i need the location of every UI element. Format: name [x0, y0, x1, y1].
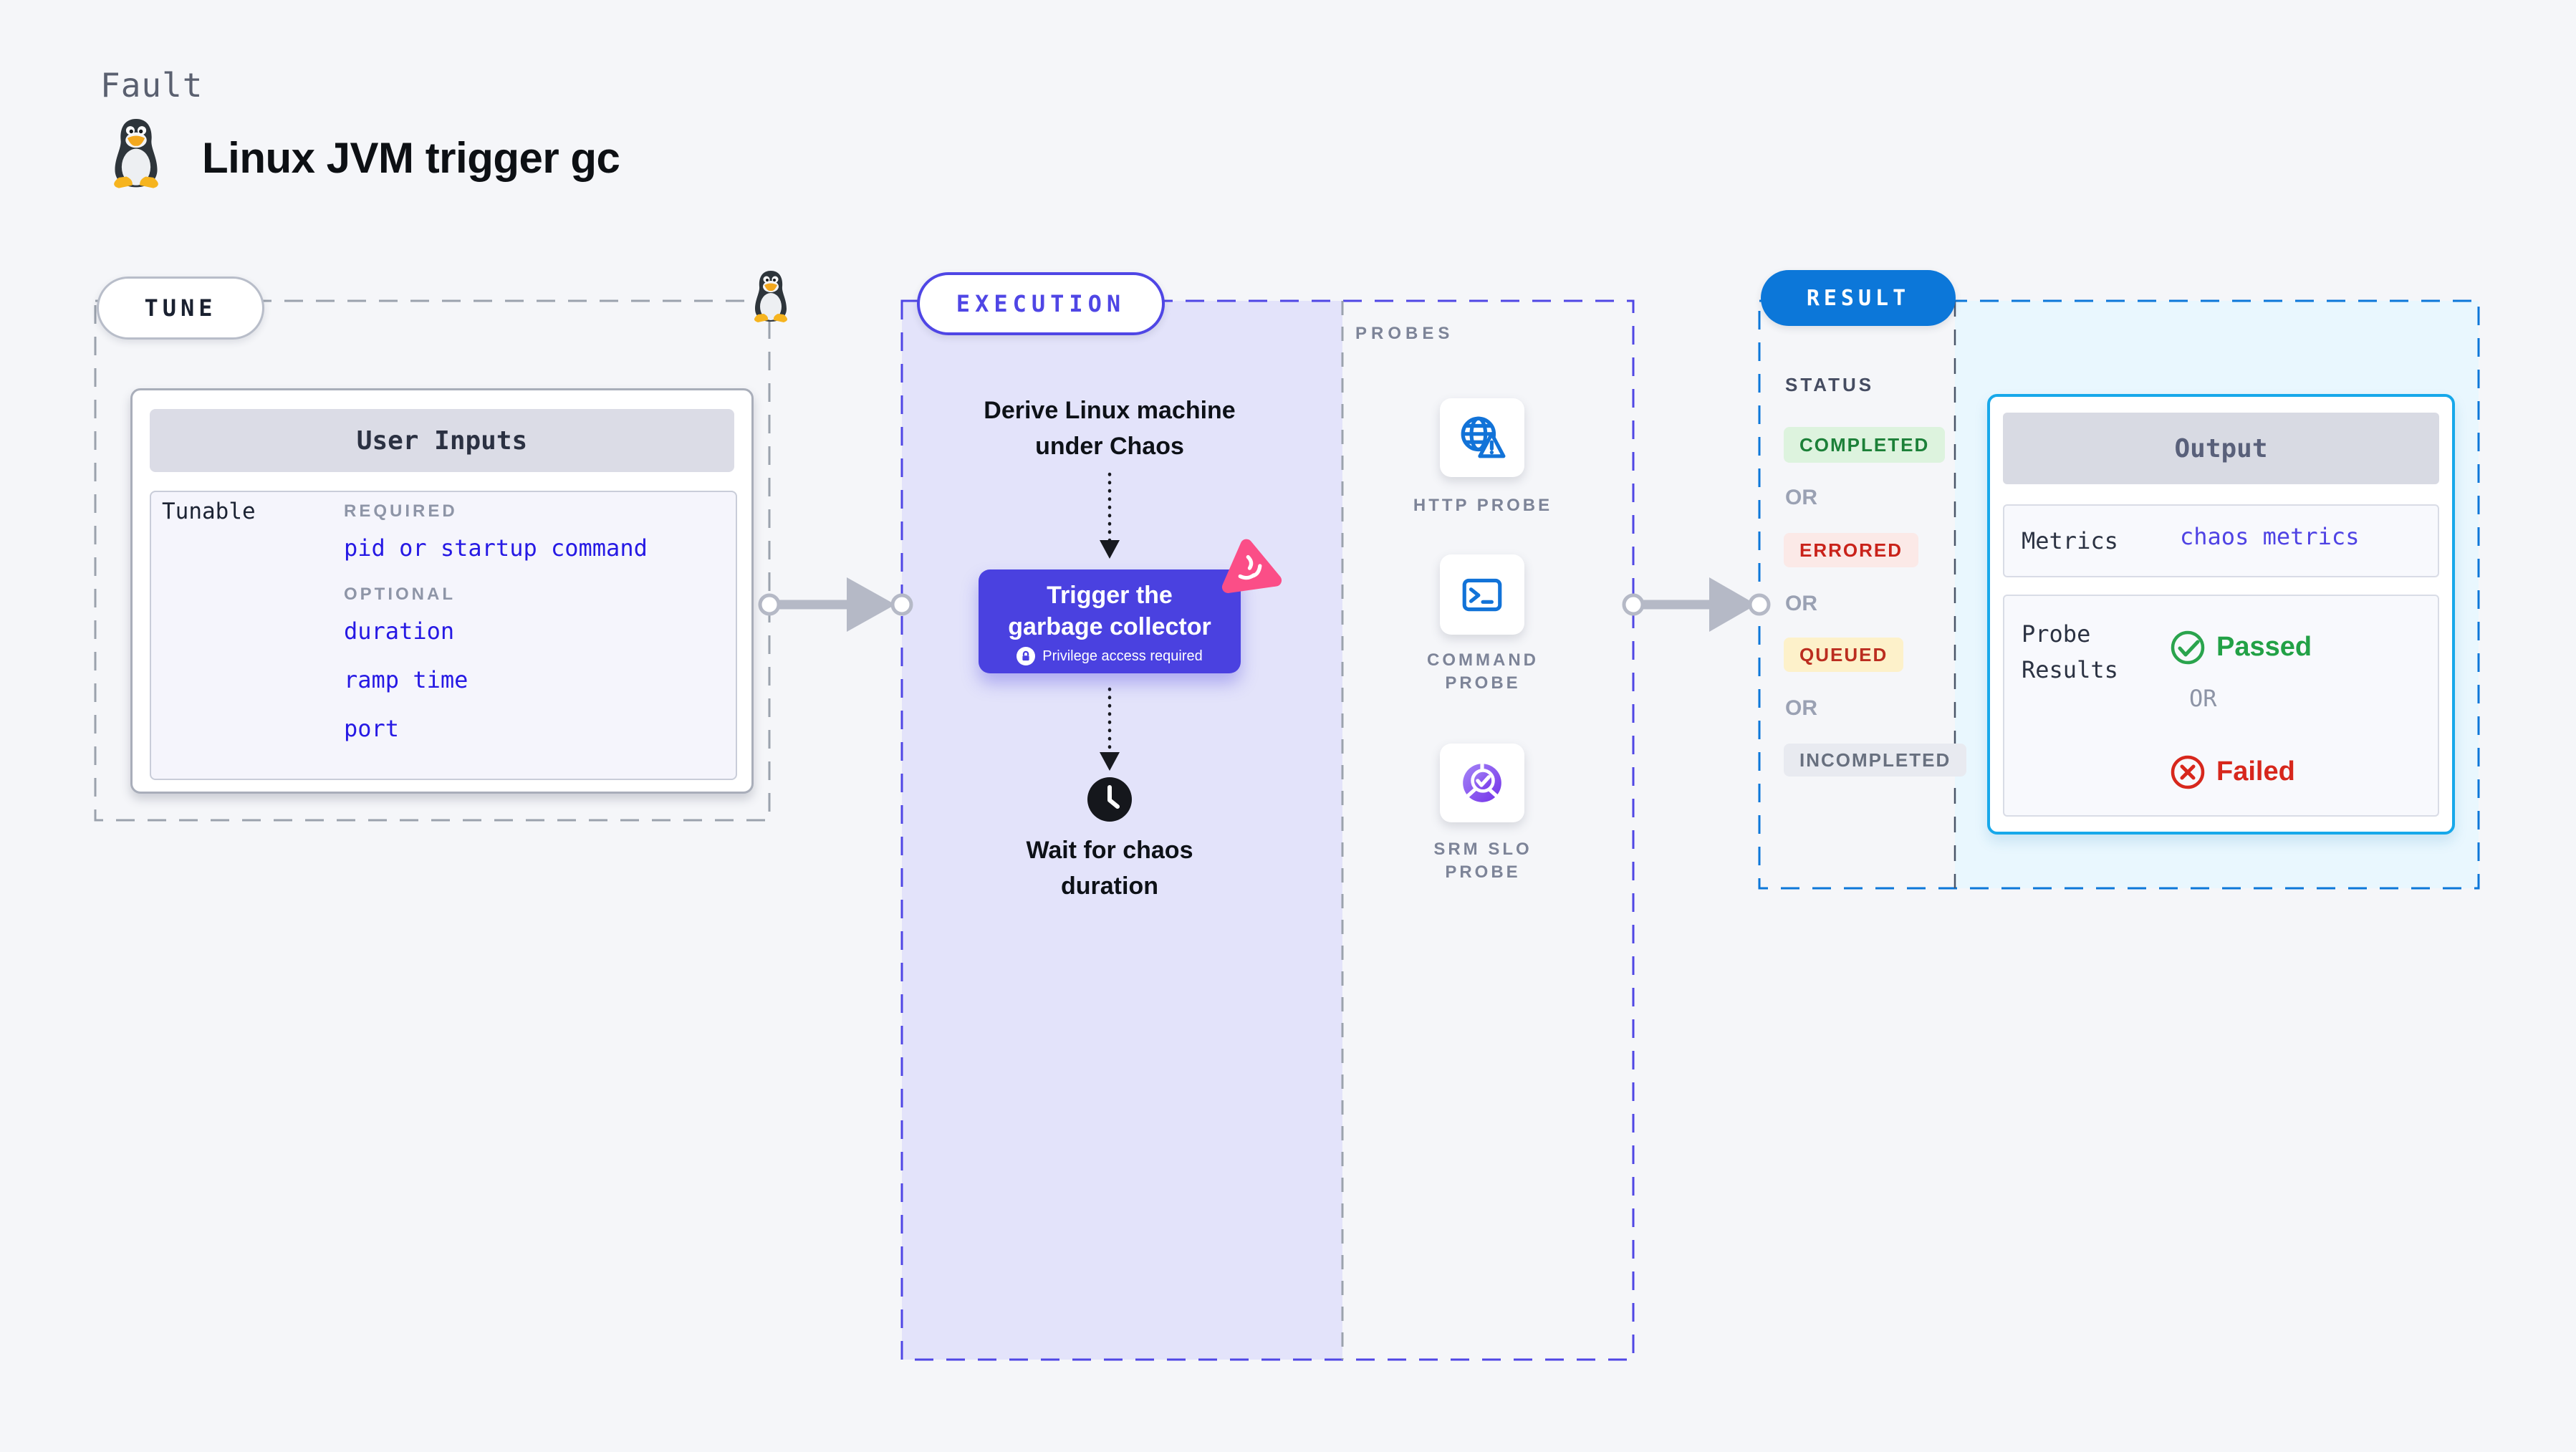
or-separator: OR [1785, 486, 1817, 509]
execution-pill: EXECUTION [917, 272, 1165, 335]
param-link-port[interactable]: port [344, 715, 400, 742]
execution-pill-label: EXECUTION [956, 290, 1126, 317]
clock-icon [1087, 777, 1132, 822]
derive-step-line2: under Chaos [1035, 433, 1184, 460]
http-probe-label: HTTP PROBE [1391, 494, 1575, 517]
probes-label: PROBES [1355, 324, 1454, 343]
fault-kicker: Fault [100, 66, 203, 105]
metrics-row: Metrics chaos metrics [2003, 504, 2439, 577]
arrow-execution-to-result [1622, 577, 1771, 632]
failed-label: Failed [2216, 756, 2295, 787]
required-label: REQUIRED [344, 501, 458, 521]
command-probe-card [1440, 554, 1524, 635]
tune-pill: TUNE [97, 277, 264, 340]
param-link-duration[interactable]: duration [344, 617, 455, 645]
trigger-gc-node[interactable]: Trigger the garbage collector Privilege … [979, 569, 1241, 673]
param-link-ramp-time[interactable]: ramp time [344, 666, 468, 693]
or-separator-output: OR [2189, 685, 2217, 712]
srm-probe-label-line2: PROBE [1445, 862, 1521, 882]
page-title: Linux JVM trigger gc [202, 134, 620, 182]
node-title-line1: Trigger the [1047, 582, 1173, 609]
http-probe-label-line1: HTTP PROBE [1413, 496, 1553, 515]
command-probe-label: COMMAND PROBE [1391, 649, 1575, 695]
output-header: Output [2003, 413, 2439, 484]
tune-pill-label: TUNE [144, 294, 217, 322]
probe-results-label-line1: Probe [2022, 620, 2091, 648]
probe-results-label-line2: Results [2022, 656, 2118, 683]
derive-step-text: Derive Linux machine under Chaos [890, 393, 1330, 464]
tunable-row-label: Tunable [162, 499, 256, 524]
wait-step-line2: duration [1061, 872, 1158, 900]
node-title-line2: garbage collector [1008, 613, 1211, 640]
privilege-badge-text: Privilege access required [1042, 648, 1203, 664]
command-probe-label-line1: COMMAND [1427, 650, 1539, 670]
user-inputs-title: User Inputs [356, 425, 528, 456]
srm-probe-label-line1: SRM SLO [1433, 840, 1532, 859]
command-probe-label-line2: PROBE [1445, 673, 1521, 693]
status-badge-errored: ERRORED [1784, 533, 1919, 567]
optional-label: OPTIONAL [344, 585, 456, 604]
metrics-label: Metrics [2022, 527, 2118, 554]
wait-step-text: Wait for chaos duration [890, 832, 1330, 904]
status-label: STATUS [1785, 374, 1875, 395]
output-title: Output [2174, 433, 2268, 463]
output-card: Output Metrics chaos metrics Probe Resul… [1987, 394, 2455, 835]
result-pill: RESULT [1761, 270, 1956, 326]
linux-tux-icon [114, 119, 158, 188]
or-separator: OR [1785, 696, 1817, 720]
http-probe-card [1440, 398, 1524, 477]
slo-check-icon [1463, 763, 1501, 802]
status-badge-incompleted: INCOMPLETED [1784, 744, 1967, 777]
status-badge-queued: QUEUED [1784, 638, 1904, 672]
param-link-pid[interactable]: pid or startup command [344, 534, 648, 562]
srm-slo-probe-card [1440, 744, 1524, 822]
result-pill-label: RESULT [1806, 285, 1911, 311]
srm-slo-probe-label: SRM SLO PROBE [1391, 838, 1575, 884]
globe-alert-icon [1461, 416, 1506, 458]
user-inputs-header: User Inputs [150, 409, 734, 472]
derive-step-line1: Derive Linux machine [984, 397, 1236, 424]
or-separator: OR [1785, 592, 1817, 615]
metrics-value-link[interactable]: chaos metrics [2180, 523, 2360, 550]
passed-label: Passed [2216, 632, 2312, 662]
passed-check-icon [2171, 630, 2205, 665]
wait-step-line1: Wait for chaos [1026, 837, 1193, 864]
tux-penguin-icon [754, 271, 787, 322]
terminal-icon [1462, 578, 1502, 612]
arrow-tune-to-execution [758, 577, 913, 632]
status-badge-completed: COMPLETED [1784, 427, 1946, 463]
chaos-logo-icon [1221, 539, 1282, 593]
failed-x-icon [2171, 755, 2205, 789]
probe-results-row: Probe Results Passed OR Failed [2003, 595, 2439, 817]
lock-icon [1017, 647, 1036, 665]
